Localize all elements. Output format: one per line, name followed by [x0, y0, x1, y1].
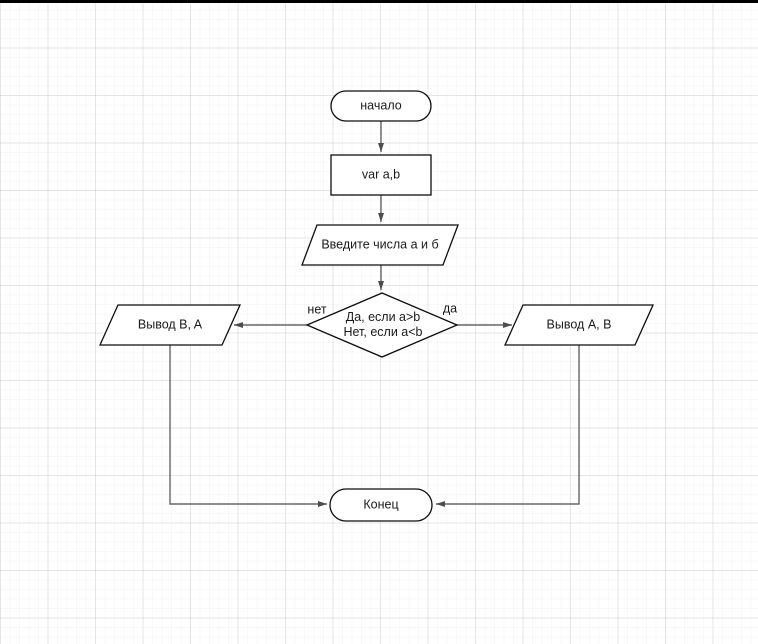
output-no-parallelogram-shape[interactable]	[98, 304, 242, 346]
declare-node-label: var a,b	[361, 167, 401, 182]
edge-label-no: нет	[307, 302, 327, 317]
decision-label-line1: Да, если a>b	[345, 310, 421, 324]
output-yes-node-label: Вывод A, B	[546, 317, 612, 332]
edge-output-yes-to-end[interactable]	[436, 345, 580, 507]
decision-node-label: Да, если a>b Нет, если a<b	[343, 310, 422, 340]
start-node-label: начало	[360, 98, 402, 113]
end-terminator-shape[interactable]	[329, 488, 433, 522]
window-top-edge	[0, 0, 758, 3]
input-parallelogram-shape[interactable]	[301, 224, 459, 266]
input-node-label: Введите числа a и б	[321, 237, 439, 252]
declare-process-shape[interactable]	[330, 154, 432, 196]
end-node-label: Конец	[363, 497, 399, 512]
output-no-node-label: Вывод B, A	[137, 317, 203, 332]
edge-output-no-to-end[interactable]	[169, 345, 327, 507]
edge-label-yes: да	[442, 301, 458, 316]
start-terminator-shape[interactable]	[330, 90, 432, 122]
output-yes-parallelogram-shape[interactable]	[503, 304, 655, 346]
decision-label-line2: Нет, если a<b	[343, 325, 423, 339]
decision-diamond-shape[interactable]	[305, 292, 459, 358]
